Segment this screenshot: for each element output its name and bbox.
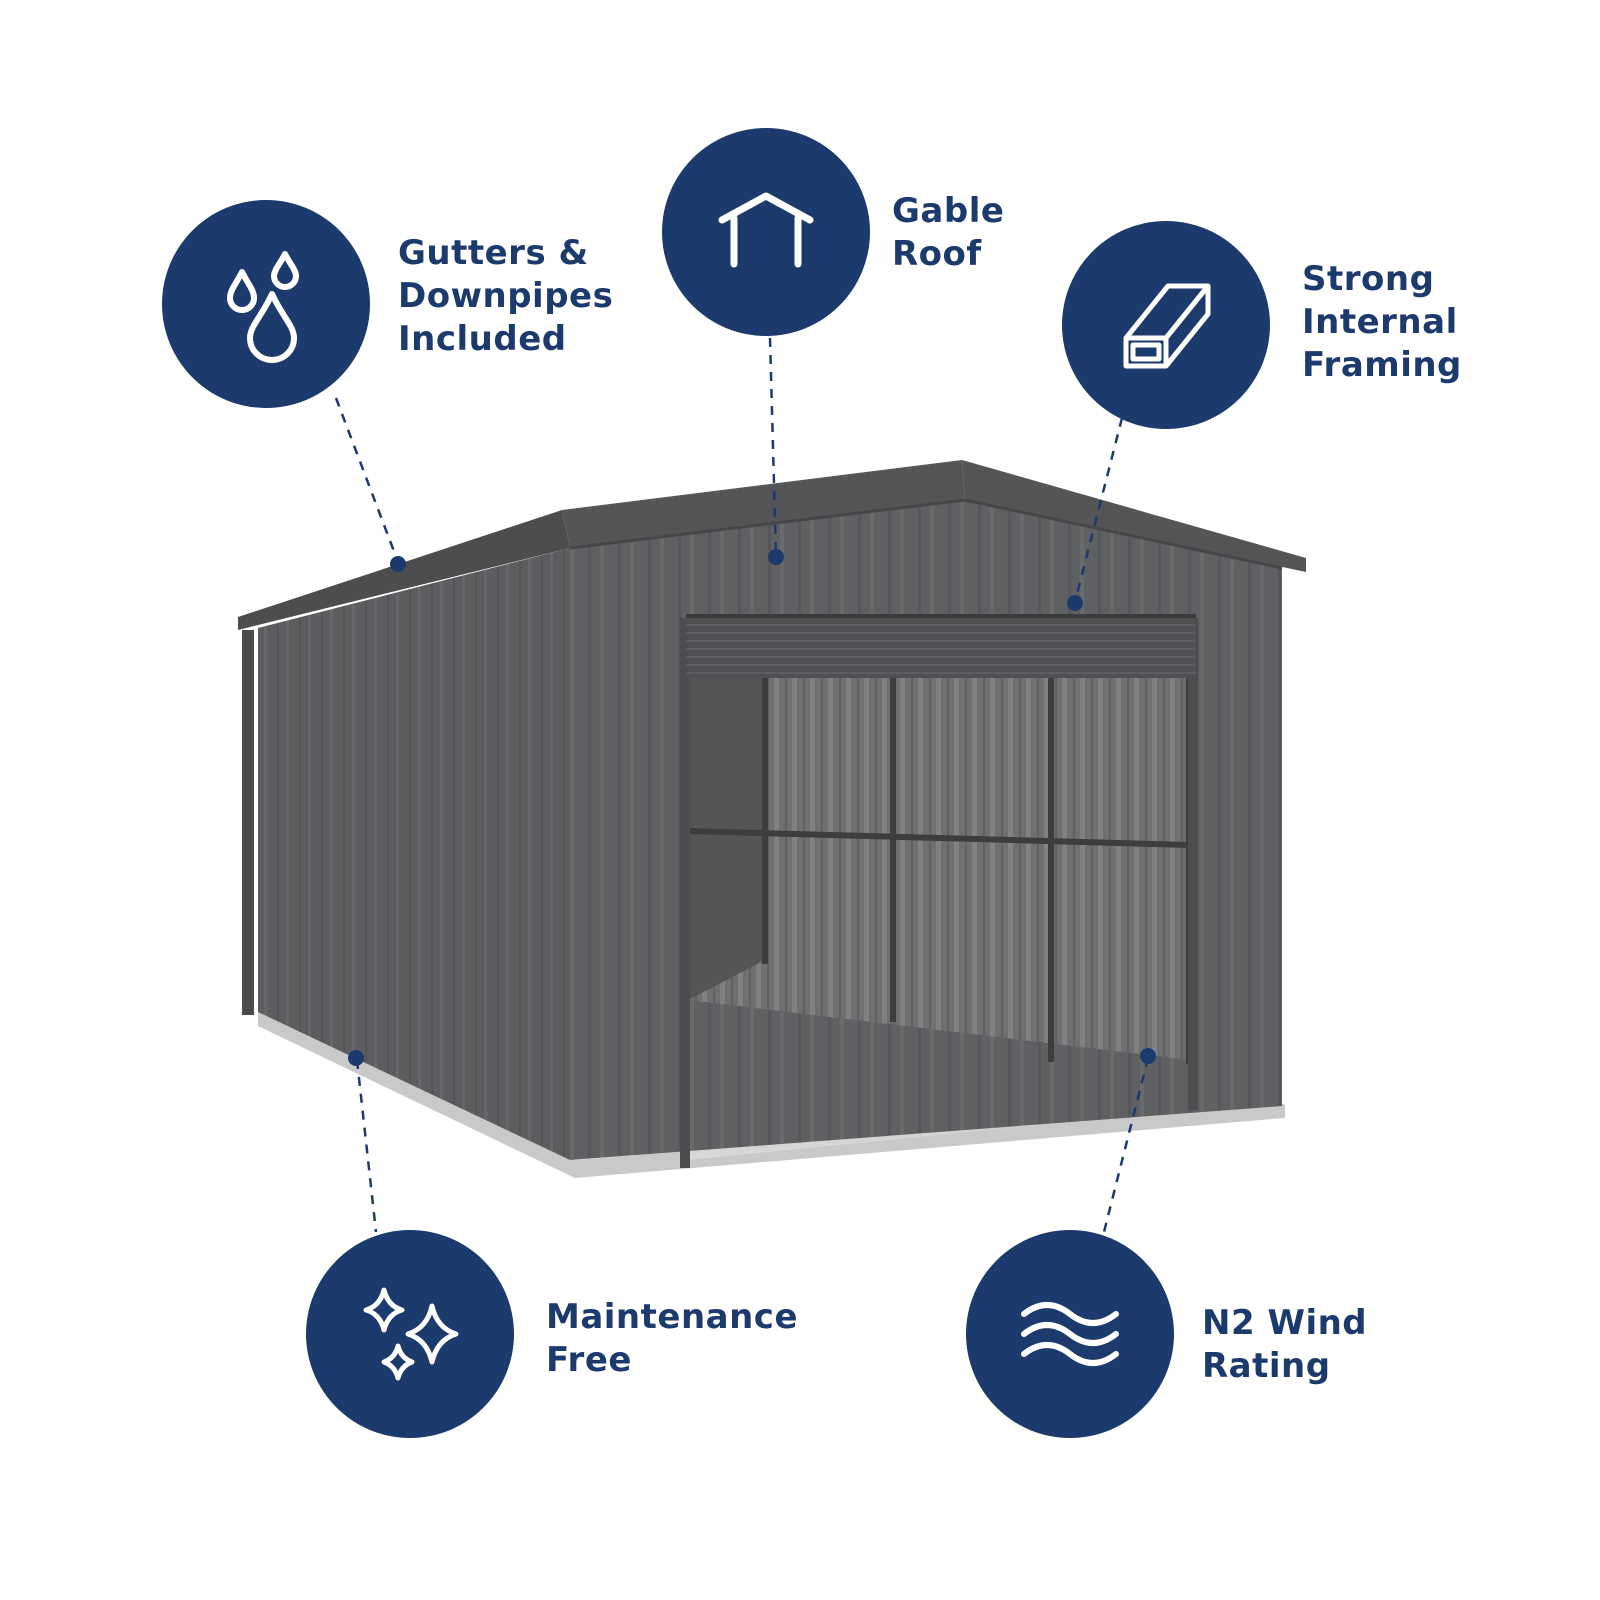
badge-wind: [966, 1230, 1174, 1438]
feature-label-gutters: Gutters & Downpipes Included: [398, 232, 613, 361]
interior-rail: [688, 828, 1190, 848]
label-line: Strong: [1302, 259, 1435, 299]
leader-dot-wind: [1140, 1048, 1156, 1064]
badge-gable: [662, 128, 870, 336]
wind-waves-icon: [1021, 1302, 1119, 1366]
badge-maintenance: [306, 1230, 514, 1438]
interior-post: [762, 676, 768, 964]
door-jamb-right: [1188, 618, 1198, 1110]
label-line: Gutters &: [398, 233, 589, 273]
water-drops-icon: [227, 251, 299, 363]
label-line: Framing: [1302, 345, 1462, 385]
badge-framing: [1062, 221, 1270, 429]
leader-line-gutters: [334, 397, 400, 563]
feature-label-framing: Strong Internal Framing: [1302, 258, 1462, 387]
leader-line-maintenance: [355, 1059, 378, 1233]
leader-line-wind: [1102, 1057, 1150, 1233]
interior-post: [890, 676, 896, 1022]
side-wall: [258, 548, 570, 1160]
feature-label-gable: Gable Roof: [892, 190, 1004, 276]
interior-post: [1048, 676, 1054, 1062]
badge-gutters: [162, 200, 370, 408]
leader-dots: [348, 549, 1156, 1066]
leader-dot-gable: [768, 549, 784, 565]
door-jamb-left: [680, 618, 690, 1168]
leader-dot-gutters: [390, 556, 406, 572]
roof-front-left: [562, 460, 965, 548]
label-line: Internal: [1302, 302, 1458, 342]
interior-left-wall: [688, 676, 765, 1000]
box-section-beam-icon: [1123, 283, 1211, 369]
label-line: Included: [398, 319, 567, 359]
label-line: Maintenance: [546, 1297, 799, 1337]
label-line: Roof: [892, 234, 982, 274]
leader-dot-maintenance: [348, 1050, 364, 1066]
shed-illustration: [238, 460, 1306, 1178]
label-line: N2 Wind: [1202, 1303, 1368, 1343]
roof-front-right: [962, 460, 1306, 572]
leader-line-framing: [1073, 417, 1124, 603]
leader-lines: [334, 337, 1150, 1233]
label-line: Free: [546, 1340, 632, 1380]
concrete-slab: [258, 1012, 1285, 1178]
label-line: Gable: [892, 191, 1005, 231]
leader-line-gable: [768, 337, 778, 557]
sparkles-icon: [363, 1287, 459, 1381]
roof-side: [238, 510, 570, 630]
leader-dot-framing: [1067, 595, 1083, 611]
label-line: Downpipes: [398, 276, 614, 316]
feature-label-maintenance: Maintenance Free: [546, 1296, 798, 1382]
roller-door-drum: [686, 616, 1196, 678]
downpipe: [242, 630, 254, 1015]
label-line: Rating: [1202, 1346, 1331, 1386]
gable-roof-icon: [718, 192, 814, 268]
feature-label-wind: N2 Wind Rating: [1202, 1302, 1367, 1388]
door-opening: [688, 676, 1190, 1060]
